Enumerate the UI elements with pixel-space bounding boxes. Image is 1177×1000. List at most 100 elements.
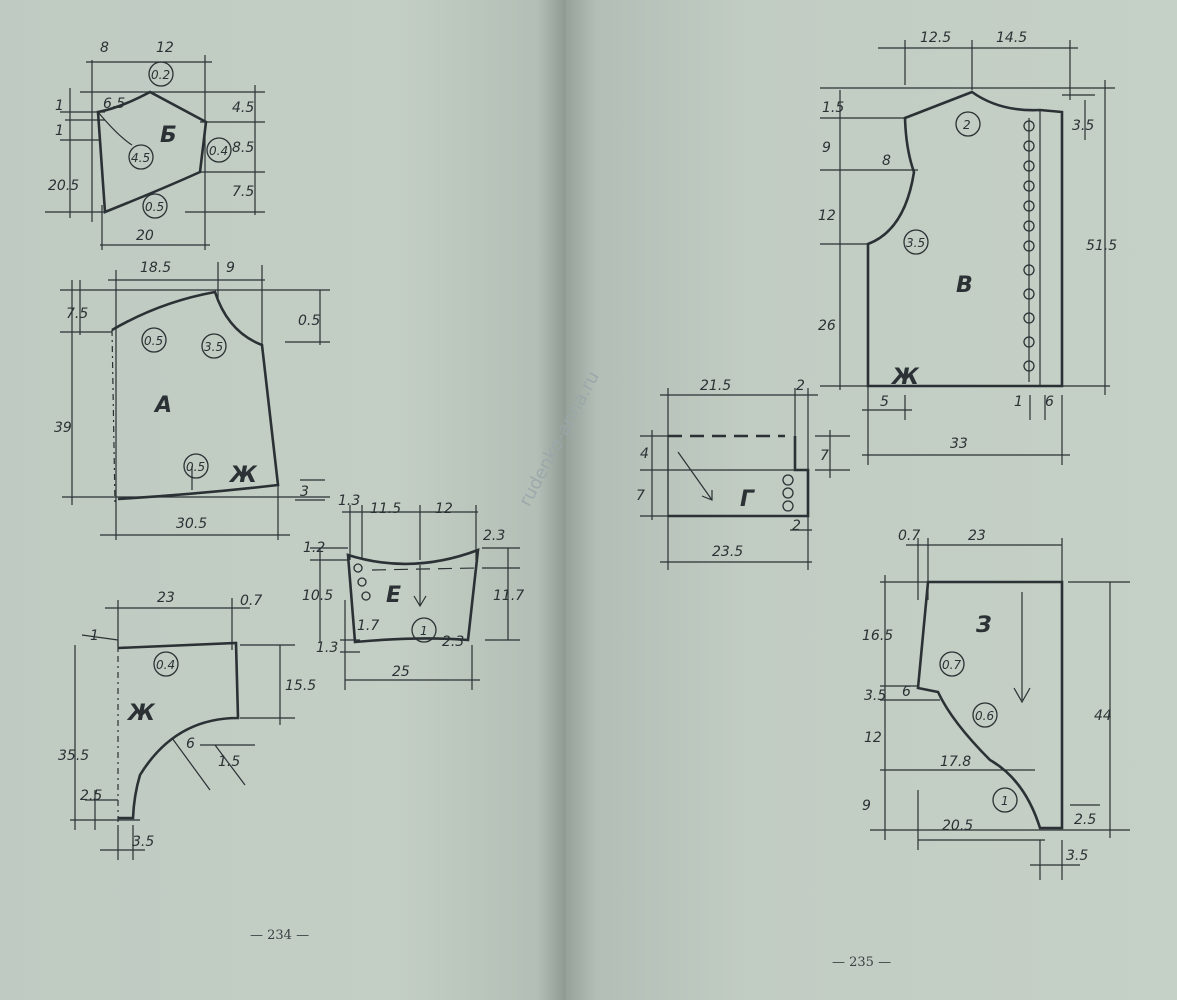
dimension-label: 21.5 <box>700 378 731 394</box>
dimension-label: 11.5 <box>370 501 401 517</box>
dimension-label: 0.5 <box>298 313 320 329</box>
seam-circle-label: 0.7 <box>942 658 961 672</box>
dimension-label: 16.5 <box>862 628 893 644</box>
dimension-label: 1 <box>1014 394 1023 410</box>
dimension-label: 15.5 <box>285 678 316 694</box>
dimension-label: 9 <box>822 140 831 156</box>
dimension-label: 7 <box>820 448 829 464</box>
dimension-label: 12 <box>156 40 174 56</box>
dimension-label: 2.5 <box>1074 812 1096 828</box>
seam-circle-label: 0.4 <box>156 658 175 672</box>
pattern-piece-b: Б 8 12 6.5 1 1 4.5 8.5 20.5 7.5 20 0.2 4… <box>45 40 265 250</box>
seam-circle-label: 4.5 <box>131 151 150 165</box>
dimension-label: 4.5 <box>232 100 254 116</box>
dimension-label: 2.5 <box>80 788 102 804</box>
dimension-label: 7 <box>636 488 645 504</box>
dimension-label: 23.5 <box>712 544 743 560</box>
dimension-label: 5 <box>880 394 889 410</box>
page-number-right: — 235 — <box>832 955 892 970</box>
seam-circle-label: 0.6 <box>975 709 994 723</box>
dimension-label: 10.5 <box>302 588 333 604</box>
pattern-piece-v: В Ж 12.5 14.5 1.5 3.5 9 8 12 51.5 26 5 1… <box>818 30 1117 465</box>
dimension-label: 3.5 <box>132 834 154 850</box>
dimension-label: 12 <box>864 730 882 746</box>
dimension-label: 2.3 <box>483 528 505 544</box>
dimension-label: 23 <box>968 528 986 544</box>
fabric-mark: Ж <box>126 701 156 726</box>
dimension-label: 6 <box>1045 394 1054 410</box>
seam-circle-label: 0.4 <box>209 144 228 158</box>
seam-circle-label: 3.5 <box>204 340 223 354</box>
dimension-label: 25 <box>392 664 410 680</box>
dimension-label: 1 <box>55 98 64 114</box>
dimension-label: 1.5 <box>218 754 240 770</box>
dimension-label: 2.3 <box>442 634 464 650</box>
dimension-label: 20.5 <box>942 818 973 834</box>
dimension-label: 1.3 <box>316 640 338 656</box>
dimension-label: 0.7 <box>240 593 262 609</box>
dimension-label: 20.5 <box>48 178 79 194</box>
pattern-piece-g: Г 21.5 2 7 4 7 2 23.5 <box>636 378 850 570</box>
dimension-label: 6 <box>186 736 195 752</box>
dimension-label: 1.2 <box>303 540 325 556</box>
piece-letter: З <box>975 613 992 638</box>
page-number-left: — 234 — <box>250 928 310 943</box>
pattern-piece-a: А Ж 18.5 9 7.5 0.5 39 3 30.5 0.5 3.5 0.5 <box>54 260 330 540</box>
fabric-mark: Ж <box>228 463 258 488</box>
pattern-piece-sleeve: Ж 23 0.7 1 15.5 35.5 6 1.5 2.5 3.5 0.4 <box>58 590 316 860</box>
dimension-label: 1.3 <box>338 493 360 509</box>
seam-circle-label: 0.5 <box>145 200 164 214</box>
dimension-label: 9 <box>862 798 871 814</box>
seam-circle-label: 3.5 <box>906 236 925 250</box>
piece-letter: Б <box>160 123 177 148</box>
seam-circle-label: 2 <box>963 118 971 132</box>
piece-letter: Е <box>386 583 401 608</box>
dimension-label: 0.7 <box>898 528 920 544</box>
dimension-label: 2 <box>792 518 801 534</box>
piece-letter: Г <box>740 487 755 512</box>
dimension-label: 3.5 <box>864 688 886 704</box>
dimension-label: 44 <box>1094 708 1112 724</box>
dimension-label: 6 <box>902 684 911 700</box>
dimension-label: 18.5 <box>140 260 171 276</box>
dimension-label: 26 <box>818 318 836 334</box>
dimension-label: 12 <box>435 501 453 517</box>
dimension-label: 14.5 <box>996 30 1027 46</box>
dimension-label: 6.5 <box>103 96 125 112</box>
seam-circle-label: 0.2 <box>151 68 170 82</box>
pattern-piece-z: З 0.7 23 16.5 6 3.5 12 17.8 44 9 20.5 2.… <box>862 528 1130 880</box>
seam-circle-label: 0.5 <box>144 334 163 348</box>
dimension-label: 4 <box>640 446 649 462</box>
pattern-piece-e: Е 1.3 11.5 12 1.2 2.3 10.5 11.7 1.7 1.3 … <box>302 493 524 690</box>
piece-letter: А <box>153 393 172 418</box>
dimension-label: 33 <box>950 436 968 452</box>
dimension-label: 8 <box>100 40 109 56</box>
page-234 <box>0 0 566 1000</box>
dimension-label: 20 <box>136 228 154 244</box>
fabric-mark: Ж <box>890 365 920 390</box>
button-loops <box>1023 120 1035 372</box>
dimension-label: 12.5 <box>920 30 951 46</box>
dimension-label: 3.5 <box>1072 118 1094 134</box>
piece-letter: В <box>956 273 973 298</box>
dimension-label: 51.5 <box>1086 238 1117 254</box>
dimension-label: 3 <box>300 484 309 500</box>
dimension-label: 30.5 <box>176 516 207 532</box>
seam-circle-label: 0.5 <box>186 460 205 474</box>
dimension-label: 39 <box>54 420 72 436</box>
dimension-label: 8.5 <box>232 140 254 156</box>
dimension-label: 2 <box>796 378 805 394</box>
dimension-label: 1 <box>55 123 64 139</box>
dimension-label: 23 <box>157 590 175 606</box>
seam-circle-label: 1 <box>420 624 428 638</box>
dimension-label: 11.7 <box>493 588 524 604</box>
dimension-label: 1.5 <box>822 100 844 116</box>
dimension-label: 7.5 <box>66 306 88 322</box>
dimension-label: 8 <box>882 153 891 169</box>
dimension-label: 9 <box>226 260 235 276</box>
seam-circle-label: 1 <box>1001 794 1009 808</box>
dimension-label: 17.8 <box>940 754 971 770</box>
dimension-label: 3.5 <box>1066 848 1088 864</box>
